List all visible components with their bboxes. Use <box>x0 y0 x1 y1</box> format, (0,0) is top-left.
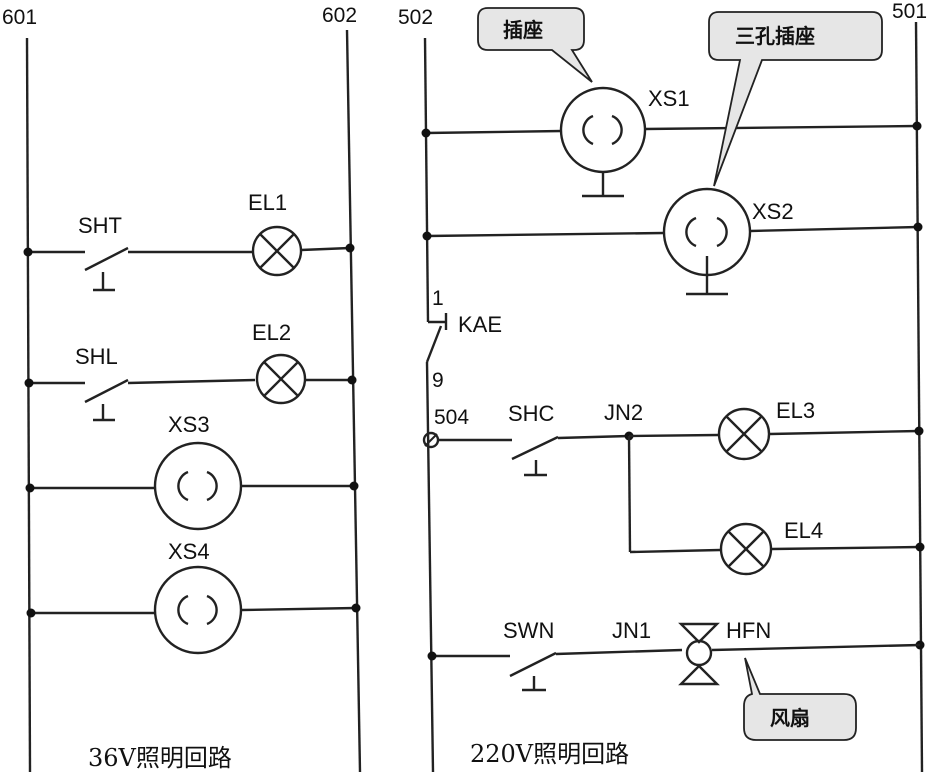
rail-502-top <box>423 37 430 323</box>
branch-shc: 504 SHC JN2 EL3 <box>422 398 925 576</box>
lamp-el3 <box>717 407 771 461</box>
socket-xs3 <box>153 441 243 531</box>
rail-601 <box>25 37 32 773</box>
socket-xs4 <box>153 565 243 655</box>
callout-three-hole-socket: 三孔插座 <box>708 11 883 187</box>
branch-sht-el1: SHT EL1 <box>23 190 355 292</box>
label-shc: SHC <box>508 401 555 426</box>
label-xs4: XS4 <box>168 539 210 564</box>
node-label-504: 504 <box>434 406 469 429</box>
label-swn: SWN <box>503 618 554 643</box>
callout-socket-text: 插座 <box>503 18 543 42</box>
label-sht: SHT <box>78 213 122 238</box>
label-shl: SHL <box>75 344 118 369</box>
branch-xs1: XS1 <box>421 86 922 198</box>
label-el3: EL3 <box>776 398 815 423</box>
branch-swn-hfn: SWN JN1 HFN <box>427 618 925 692</box>
rail-501 <box>914 21 924 773</box>
branch-xs3: XS3 <box>25 412 359 531</box>
lamp-el1 <box>251 225 303 277</box>
node-label-601: 601 <box>2 6 37 29</box>
label-kae: KAE <box>458 312 502 337</box>
socket-xs2 <box>662 187 752 296</box>
label-el4: EL4 <box>784 518 823 543</box>
callout-three-hole-socket-text: 三孔插座 <box>735 24 815 48</box>
label-jn2: JN2 <box>604 400 643 425</box>
callout-socket: 插座 <box>477 7 593 83</box>
lamp-el4 <box>719 522 773 576</box>
label-xs3: XS3 <box>168 412 210 437</box>
lamp-el2 <box>255 353 307 405</box>
rail-602 <box>345 29 362 773</box>
callout-fan: 风扇 <box>743 657 857 741</box>
node-label-602: 602 <box>322 4 357 27</box>
node-label-502: 502 <box>398 6 433 29</box>
title-220v: 220V照明回路 <box>470 740 629 768</box>
label-el1: EL1 <box>248 190 287 215</box>
fan-hfn <box>678 622 720 686</box>
terminal-504 <box>422 431 440 449</box>
label-xs1: XS1 <box>648 86 690 111</box>
label-xs2: XS2 <box>752 199 794 224</box>
node-label-1: 1 <box>432 287 444 310</box>
circuit-36v: 601 602 SHT EL1 <box>2 4 362 773</box>
label-jn1: JN1 <box>612 618 651 643</box>
node-label-501: 501 <box>892 0 927 23</box>
title-36v: 36V照明回路 <box>88 744 232 772</box>
rail-502-bottom <box>425 361 435 773</box>
branch-shl-el2: SHL EL2 <box>24 320 357 422</box>
branch-xs2: XS2 <box>422 187 923 296</box>
label-el2: EL2 <box>252 320 291 345</box>
branch-xs4: XS4 <box>26 539 361 655</box>
circuit-220v: 502 501 XS1 <box>398 0 927 773</box>
contact-kae: 1 KAE 9 <box>425 287 502 392</box>
label-hfn: HFN <box>726 618 771 643</box>
node-label-9: 9 <box>432 369 444 392</box>
socket-xs1 <box>559 86 647 198</box>
callout-fan-text: 风扇 <box>770 706 810 730</box>
